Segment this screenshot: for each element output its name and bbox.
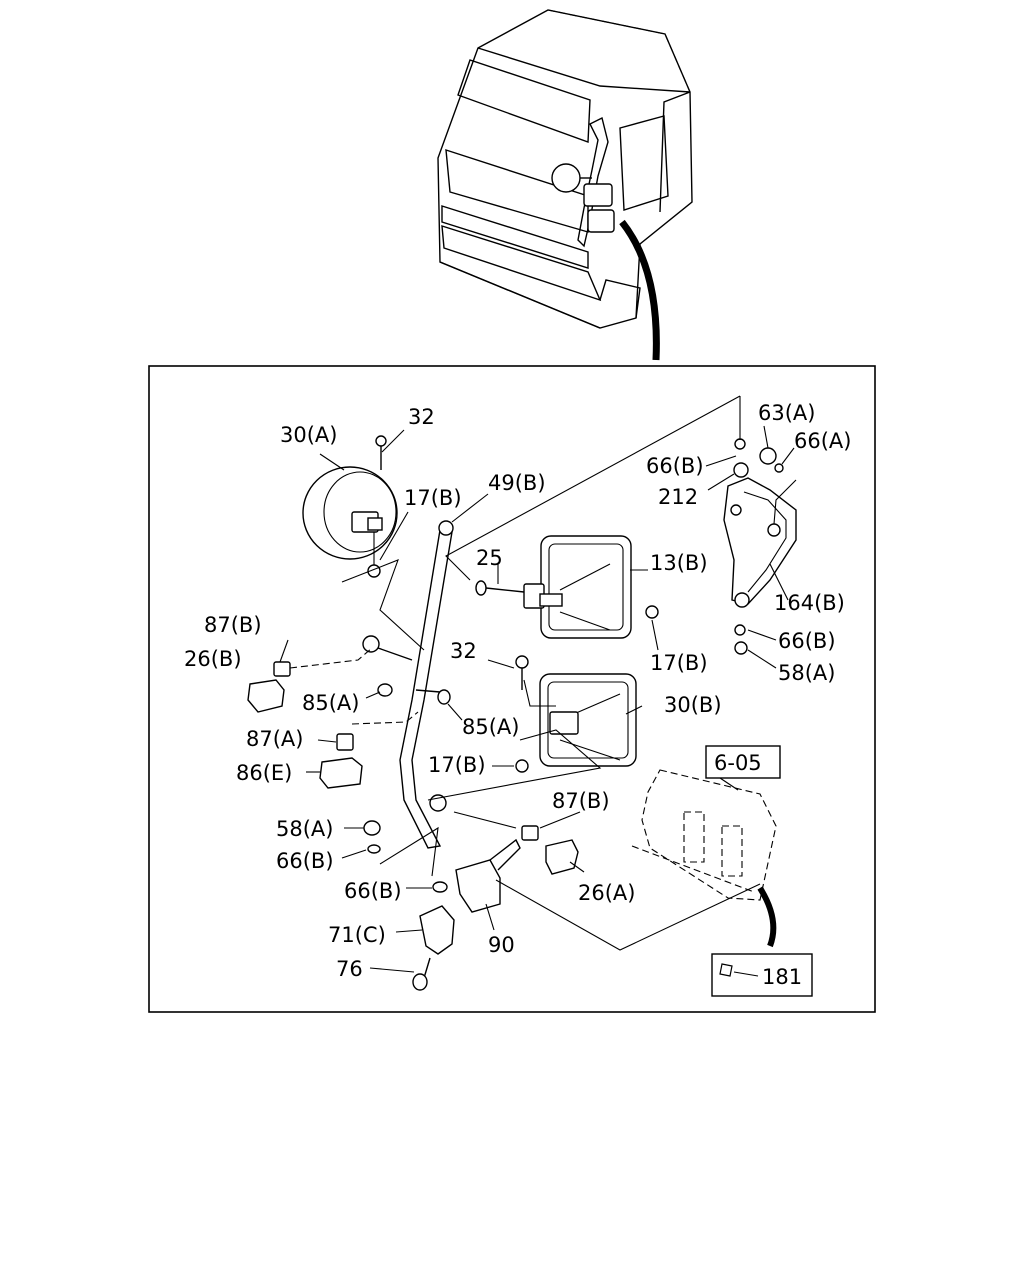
- ref-box-6-05: [705, 745, 781, 779]
- leader-lines: [279, 395, 797, 973]
- callout-26b: 26(B): [184, 647, 242, 671]
- callout-58a-2: 58(A): [276, 817, 333, 841]
- detail-frame: [148, 365, 876, 1013]
- callout-63a: 63(A): [758, 401, 815, 425]
- callout-85a-1: 85(A): [302, 691, 359, 715]
- callout-66b-3: 66(B): [276, 849, 334, 873]
- callout-6-05: 6-05: [714, 751, 762, 775]
- callout-25: 25: [476, 546, 503, 570]
- callout-32b: 32: [450, 639, 477, 663]
- callout-66a: 66(A): [794, 429, 851, 453]
- callout-76: 76: [336, 957, 363, 981]
- callout-164b: 164(B): [774, 591, 845, 615]
- truck-cab-overview: [437, 9, 693, 329]
- callout-17b-3: 17(B): [428, 753, 486, 777]
- callout-30b: 30(B): [664, 693, 722, 717]
- callout-87b-2: 87(B): [552, 789, 610, 813]
- callout-66b-1: 66(B): [646, 454, 704, 478]
- callout-90: 90: [488, 933, 515, 957]
- callout-49b: 49(B): [488, 471, 546, 495]
- callout-30a: 30(A): [280, 423, 337, 447]
- callout-85a-2: 85(A): [462, 715, 519, 739]
- leader-cab-to-detail: [619, 219, 660, 361]
- callout-17b-1: 17(B): [404, 486, 462, 510]
- callout-181: 181: [762, 965, 802, 989]
- callout-71c: 71(C): [328, 923, 386, 947]
- callout-87b-1: 87(B): [204, 613, 262, 637]
- callout-212: 212: [658, 485, 698, 509]
- callout-17b-2: 17(B): [650, 651, 708, 675]
- small-nut-icon: [719, 963, 733, 977]
- callout-87a: 87(A): [246, 727, 303, 751]
- rectangular-mirror-upper-part: [475, 535, 659, 639]
- callout-58a-1: 58(A): [778, 661, 835, 685]
- callout-66b-2: 66(B): [778, 629, 836, 653]
- left-small-parts: [247, 661, 451, 854]
- callout-66b-4: 66(B): [344, 879, 402, 903]
- rectangular-mirror-lower-part: [515, 655, 637, 773]
- round-mirror-part: [302, 435, 398, 578]
- callout-86e: 86(E): [236, 761, 292, 785]
- callout-13b: 13(B): [650, 551, 708, 575]
- callout-32a: 32: [408, 405, 435, 429]
- leader-panel-to-181: [757, 886, 777, 948]
- lower-parts: [412, 825, 579, 991]
- mirror-bracket-part: [723, 438, 797, 655]
- callout-26a: 26(A): [578, 881, 635, 905]
- callout-labels: 30(A) 32 17(B) 49(B) 63(A) 66(A) 66(B) 2…: [184, 401, 851, 989]
- cab-panel-6-05: [631, 769, 777, 901]
